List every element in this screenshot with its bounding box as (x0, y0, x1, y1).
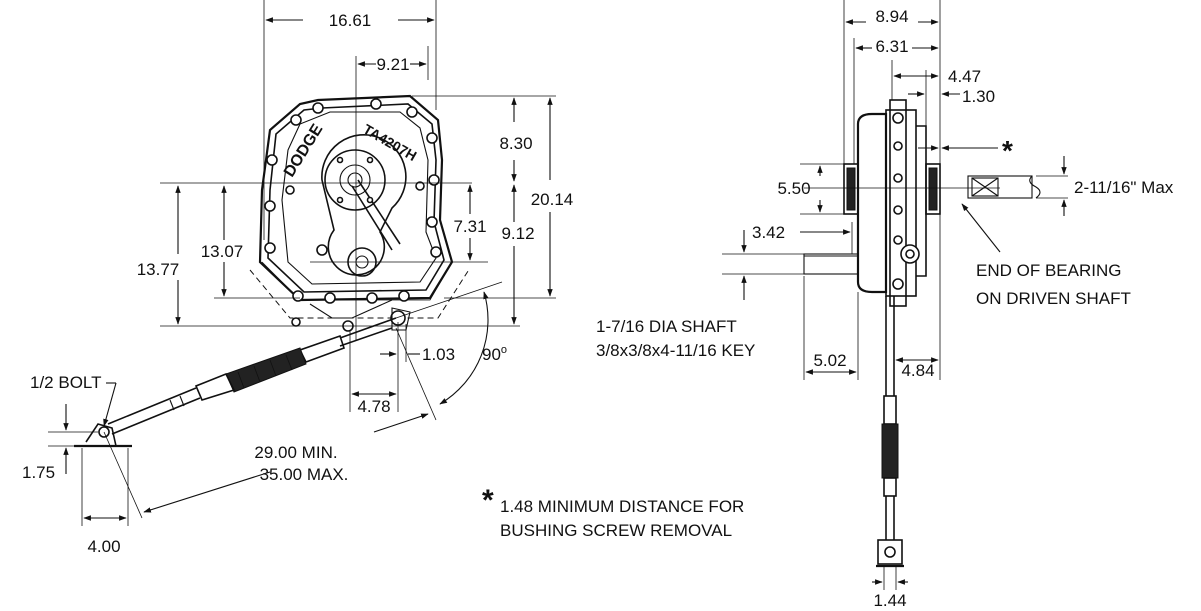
dim-max-bore: 2-11/16" Max (1074, 178, 1174, 197)
label-bearing-line2: ON DRIVEN SHAFT (976, 289, 1131, 308)
dim-side-5-50: 5.50 (777, 179, 810, 198)
dim-height-8-30: 8.30 (499, 134, 532, 153)
dim-angle-90: 90o (482, 344, 507, 364)
dim-1-03: 1.03 (422, 345, 455, 364)
dim-height-20-14: 20.14 (531, 190, 574, 209)
dim-width-overall: 16.61 (329, 11, 372, 30)
dim-offset-9-21: 9.21 (376, 55, 409, 74)
dim-side-1-44: 1.44 (873, 591, 906, 610)
dim-4-78: 4.78 (357, 397, 390, 416)
note-line1: 1.48 MINIMUM DISTANCE FOR (500, 497, 744, 516)
side-view: 8.94 6.31 4.47 1.30 * 5.50 3.42 2-11/16"… (596, 0, 1174, 610)
dim-height-9-12: 9.12 (501, 224, 534, 243)
dim-side-3-42: 3.42 (752, 223, 785, 242)
dim-1-75: 1.75 (22, 463, 55, 482)
label-shaft-line2: 3/8x3/8x4-11/16 KEY (596, 341, 755, 360)
dim-side-4-47: 4.47 (948, 67, 981, 86)
label-bearing-line1: END OF BEARING (976, 261, 1121, 280)
dim-height-13-07: 13.07 (201, 242, 244, 261)
dim-side-4-84: 4.84 (901, 361, 934, 380)
label-shaft-line1: 1-7/16 DIA SHAFT (596, 317, 737, 336)
front-view: DODGE TA4207H (22, 0, 573, 556)
note-asterisk: * (482, 484, 494, 517)
dim-height-13-77: 13.77 (137, 260, 180, 279)
turnbuckle-rod (74, 317, 397, 448)
label-half-bolt: 1/2 BOLT (30, 373, 102, 392)
dim-height-7-31: 7.31 (453, 217, 486, 236)
dim-side-6-31: 6.31 (875, 37, 908, 56)
note-line2: BUSHING SCREW REMOVAL (500, 521, 732, 540)
dim-side-1-30: 1.30 (962, 87, 995, 106)
dim-rod-min: 29.00 MIN. (254, 443, 337, 462)
dim-side-5-02: 5.02 (813, 351, 846, 370)
dim-4-00: 4.00 (87, 537, 120, 556)
dim-rod-max: 35.00 MAX. (260, 465, 349, 484)
dim-side-8-94: 8.94 (875, 7, 908, 26)
asterisk-gap-mark: * (1002, 135, 1013, 166)
